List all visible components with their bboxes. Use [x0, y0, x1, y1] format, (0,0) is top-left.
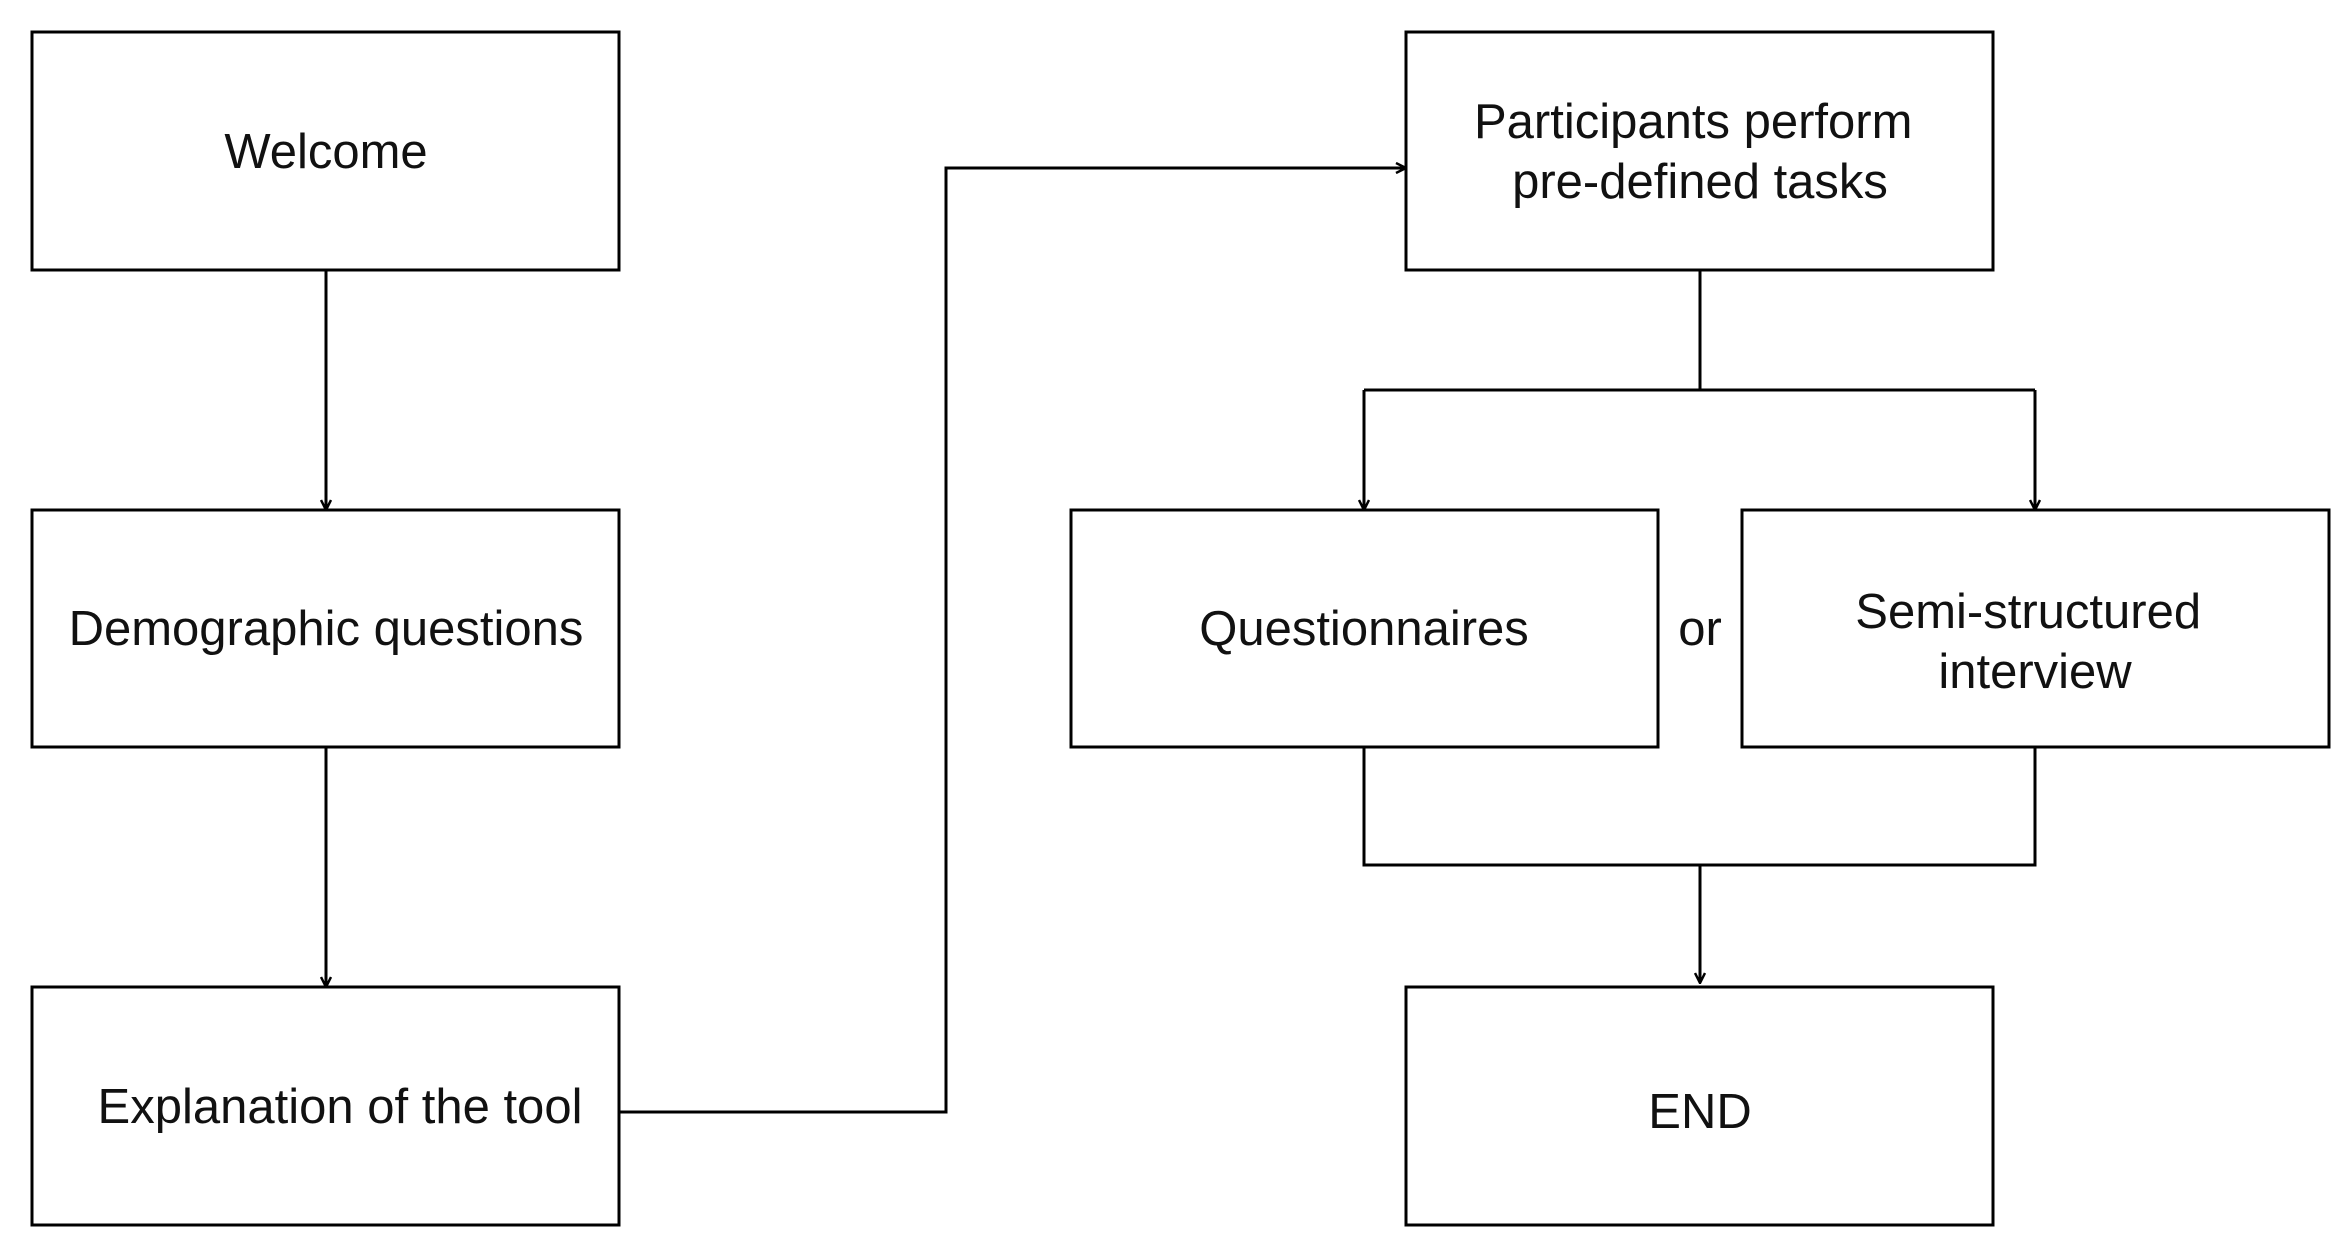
node-explanation-label: Explanation of the tool	[98, 1080, 583, 1134]
node-questionnaires: Questionnaires	[1069, 508, 1660, 749]
node-interview-line-1: Semi-structured	[1855, 585, 2201, 639]
node-welcome-line-1: Welcome	[224, 125, 427, 179]
node-welcome-box	[30, 30, 621, 272]
node-end-box	[1404, 985, 1995, 1227]
node-tasks-label: Participants perform pre-defined tasks	[1474, 95, 1926, 209]
node-welcome-label: Welcome	[224, 125, 427, 179]
node-interview-line-2: interview	[1938, 645, 2132, 699]
node-tasks-line-1: Participants perform	[1474, 95, 1912, 149]
or-connector-label: or	[1678, 602, 1722, 656]
node-demographic: Demographic questions	[30, 508, 621, 749]
node-demographic-box	[30, 508, 621, 749]
node-interview-label: Semi-structured interview	[1855, 585, 2214, 699]
node-explanation: Explanation of the tool	[30, 985, 621, 1227]
node-demographic-line-1: Demographic questions	[69, 602, 584, 656]
node-tasks: Participants perform pre-defined tasks	[1404, 30, 1995, 272]
node-tasks-line-2: pre-defined tasks	[1512, 155, 1888, 209]
node-welcome: Welcome	[30, 30, 621, 272]
edge-explanation-to-tasks	[619, 168, 1406, 1114]
node-questionnaires-box	[1069, 508, 1660, 749]
edge-questionnaires-to-merge	[1362, 747, 1700, 867]
node-end-line-1: END	[1648, 1085, 1751, 1139]
node-questionnaires-line-1: Questionnaires	[1199, 602, 1529, 656]
node-explanation-line-1: Explanation of the tool	[98, 1080, 583, 1134]
node-interview-box	[1740, 508, 2331, 749]
node-interview: Semi-structured interview	[1740, 508, 2331, 749]
node-end-label: END	[1648, 1085, 1751, 1139]
node-end: END	[1404, 985, 1995, 1227]
node-tasks-box	[1404, 30, 1995, 272]
node-demographic-label: Demographic questions	[69, 602, 584, 656]
node-explanation-box	[30, 985, 621, 1227]
edges	[326, 168, 2037, 1114]
node-questionnaires-label: Questionnaires	[1199, 602, 1529, 656]
edge-interview-to-merge	[1700, 747, 2037, 867]
